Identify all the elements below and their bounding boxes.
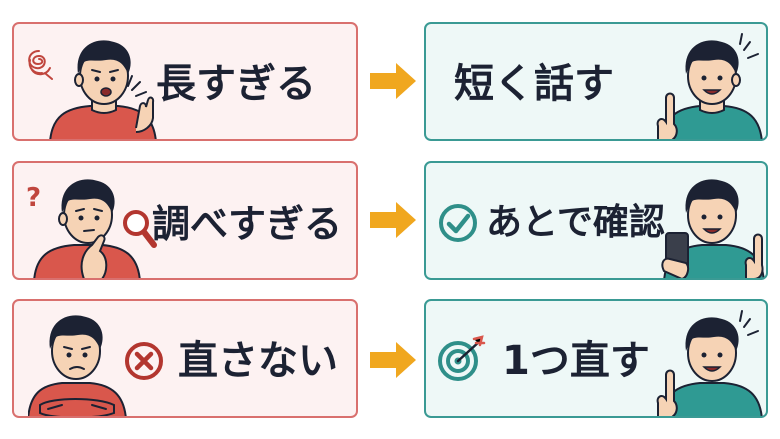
question-mark-icon: ? — [26, 183, 42, 213]
solution-card-speak-short: 短く話す — [424, 22, 768, 141]
solution-label: 短く話す — [454, 61, 614, 107]
tangle-scribble-icon — [28, 50, 53, 80]
problem-card-too-long: 長すぎる — [12, 22, 358, 141]
problem-label: 調べすぎる — [152, 202, 343, 246]
target-arrow-icon — [438, 335, 486, 381]
arrow-right-icon — [370, 202, 416, 238]
solution-card-fix-one: 1つ直す — [424, 299, 768, 418]
pointing-person-illustration — [656, 310, 763, 416]
confident-person-illustration — [656, 33, 763, 139]
thinking-person-illustration — [33, 179, 141, 278]
problem-label: 長すぎる — [156, 61, 316, 107]
phone-person-illustration — [661, 179, 765, 278]
raised-finger-icon — [656, 92, 678, 139]
solution-label: あとで確認 — [486, 202, 665, 243]
worried-person-illustration — [49, 40, 157, 139]
magnifier-icon — [123, 210, 157, 248]
arrow-right-icon — [370, 342, 416, 378]
solution-label: 1つ直す — [502, 338, 650, 384]
check-circle-icon — [439, 204, 477, 242]
solution-card-check-later: あとで確認 — [424, 161, 768, 280]
problem-label: 直さない — [178, 338, 338, 384]
problem-card-not-fixing: 直さない — [12, 299, 358, 418]
x-circle-icon — [125, 342, 163, 380]
crossed-arms-person-illustration — [28, 315, 127, 416]
arrow-right-icon — [370, 63, 416, 99]
problem-card-research-too-much: ? 調べすぎる — [12, 161, 358, 280]
